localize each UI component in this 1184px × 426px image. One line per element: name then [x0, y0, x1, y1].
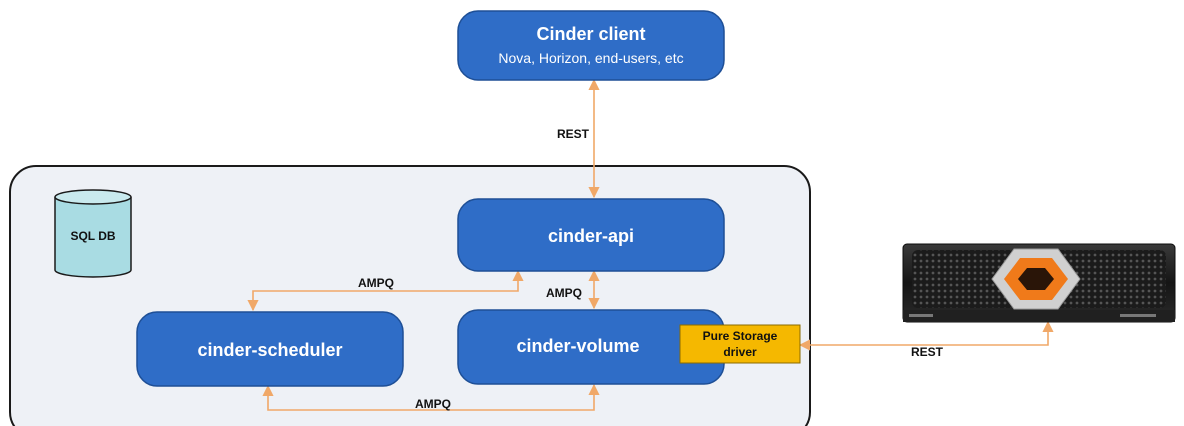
cinder-scheduler-node: cinder-scheduler: [136, 311, 404, 387]
cinder-volume-node: cinder-volume: [457, 309, 725, 385]
cinder-volume-title: cinder-volume: [516, 336, 639, 356]
api-volume-label: AMPQ: [546, 286, 582, 300]
driver-label-line2: driver: [723, 345, 757, 359]
pure-storage-driver-node: Pure Storage driver: [679, 324, 801, 364]
cinder-api-title: cinder-api: [548, 226, 634, 246]
client-api-label: REST: [557, 127, 590, 141]
database-cylinder-icon: [54, 189, 132, 278]
driver-array-label: REST: [911, 345, 944, 359]
scheduler-volume-label: AMPQ: [415, 397, 451, 411]
cinder-client-node: Cinder client Nova, Horizon, end-users, …: [457, 10, 725, 81]
sql-db-label: SQL DB: [70, 229, 115, 243]
cinder-client-title: Cinder client: [536, 24, 645, 44]
driver-label-line1: Pure Storage: [703, 329, 778, 343]
cinder-scheduler-title: cinder-scheduler: [197, 340, 342, 360]
cinder-api-node: cinder-api: [457, 198, 725, 272]
sql-db-node: SQL DB: [54, 189, 132, 278]
driver-array-arrow: [798, 320, 1054, 351]
scheduler-volume-arrow: [262, 383, 600, 411]
storage-array-icon: [902, 243, 1176, 323]
connectors: [247, 78, 1054, 411]
cinder-client-subtitle: Nova, Horizon, end-users, etc: [498, 50, 683, 66]
pure-storage-logo-icon: [991, 248, 1081, 310]
api-scheduler-arrow: [247, 269, 524, 312]
api-scheduler-label: AMPQ: [358, 276, 394, 290]
